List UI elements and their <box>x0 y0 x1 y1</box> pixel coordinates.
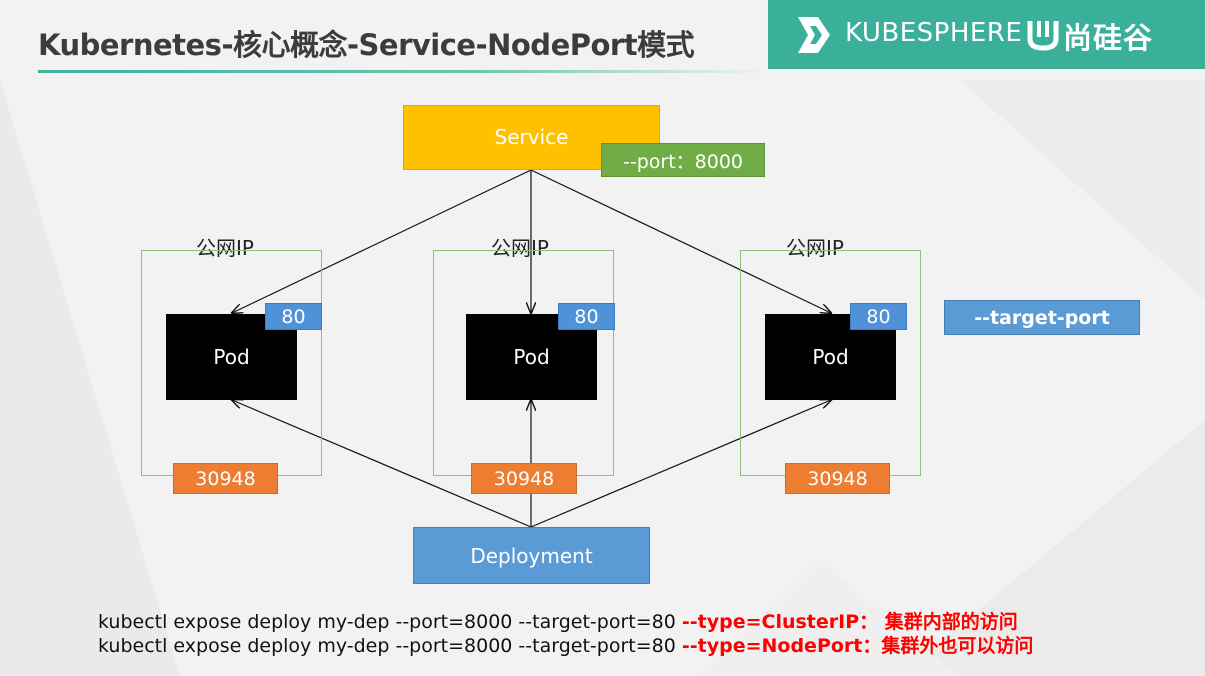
node-2-label: 公网IP <box>491 236 549 260</box>
port-label: --port：8000 <box>601 143 765 177</box>
brand-bar <box>768 0 1205 69</box>
brand-atguigu: 尚硅谷 <box>1063 21 1154 55</box>
title-underline <box>38 70 768 73</box>
deployment-box: Deployment <box>413 527 650 584</box>
deployment-to-pod-3-arrow <box>530 400 831 528</box>
node-1-label: 公网IP <box>196 236 254 260</box>
atguigu-logo-icon <box>1027 21 1059 51</box>
brand-kubesphere: KUBESPHERE <box>845 18 1023 48</box>
target-port-label: --target-port <box>944 300 1140 335</box>
deployment-to-pod-1-arrow <box>232 400 532 528</box>
node-1-node-port: 30948 <box>173 463 278 494</box>
service-to-pod-1-arrow <box>232 169 532 313</box>
command-line-clusterip: kubectl expose deploy my-dep --port=8000… <box>98 607 1018 634</box>
node-3-node-port: 30948 <box>785 463 890 494</box>
pod-1-target-port: 80 <box>265 303 322 330</box>
page-title: Kubernetes-核心概念-Service-NodePort模式 <box>38 28 695 62</box>
pod-2-target-port: 80 <box>558 303 615 330</box>
command-emphasis: --type=ClusterIP： 集群内部的访问 <box>681 611 1018 633</box>
command-line-nodeport: kubectl expose deploy my-dep --port=8000… <box>98 631 1033 658</box>
command-text: kubectl expose deploy my-dep --port=8000… <box>98 635 682 657</box>
node-2-node-port: 30948 <box>471 463 577 494</box>
node-3-label: 公网IP <box>786 236 844 260</box>
command-text: kubectl expose deploy my-dep --port=8000… <box>98 611 682 633</box>
command-emphasis: --type=NodePort：集群外也可以访问 <box>681 635 1034 657</box>
service-to-pod-3-arrow <box>530 169 831 313</box>
kubesphere-logo-icon <box>798 17 830 53</box>
pod-3-target-port: 80 <box>850 303 907 330</box>
